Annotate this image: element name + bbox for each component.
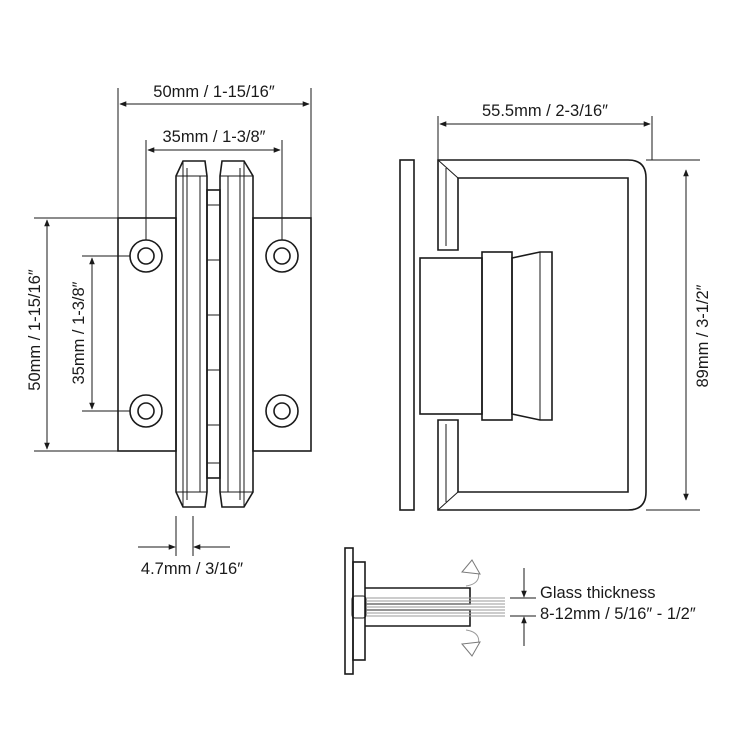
wall-mount-plate (399, 159, 415, 511)
dimension-glass-thickness: Glass thickness 8-12mm / 5/16″ - 1/2″ (510, 568, 696, 646)
label-gap: 4.7mm / 3/16″ (141, 560, 243, 578)
label-height-holes: 35mm / 1-3/8″ (70, 281, 88, 384)
right-clamp-body (219, 160, 254, 508)
dimension-height-outer: 50mm / 1-15/16″ (26, 217, 118, 452)
label-width-holes: 35mm / 1-3/8″ (162, 128, 265, 146)
label-glass-thickness: Glass thickness (540, 584, 656, 602)
dimension-height-holes: 35mm / 1-3/8″ (70, 255, 130, 412)
dimension-width-outer: 50mm / 1-15/16″ (117, 83, 312, 218)
label-width-outer: 50mm / 1-15/16″ (153, 83, 275, 101)
label-side-width: 55.5mm / 2-3/16″ (482, 102, 608, 120)
screw-hole-bottom-left (129, 394, 163, 428)
rotate-up-icon (461, 559, 481, 587)
label-height-outer: 50mm / 1-15/16″ (26, 269, 44, 391)
side-view: 55.5mm / 2-3/16″ 89mm / 3-1/2″ (399, 102, 712, 511)
label-side-height: 89mm / 3-1/2″ (694, 284, 712, 387)
glass-pane-lines (366, 597, 505, 617)
screw-hole-bottom-right (265, 394, 299, 428)
front-view: 50mm / 1-15/16″ 35mm / 1-3/8″ 50mm / 1-1… (26, 83, 312, 578)
clamp-frame (437, 159, 647, 511)
left-leaf-plate (117, 217, 177, 452)
screw-hole-top-right (265, 239, 299, 273)
screw-hole-top-left (129, 239, 163, 273)
dimension-gap: 4.7mm / 3/16″ (138, 516, 243, 578)
label-glass-range: 8-12mm / 5/16″ - 1/2″ (540, 605, 696, 623)
rotate-down-icon (461, 629, 481, 657)
left-clamp-body (175, 160, 208, 508)
glass-detail-view: Glass thickness 8-12mm / 5/16″ - 1/2″ (344, 547, 696, 675)
hinge-body-block (419, 251, 553, 421)
dimension-width-holes: 35mm / 1-3/8″ (145, 128, 283, 240)
hinge-knuckle (206, 189, 221, 479)
dimension-side-height: 89mm / 3-1/2″ (646, 159, 712, 511)
dimension-side-width: 55.5mm / 2-3/16″ (437, 102, 653, 160)
right-leaf-plate (252, 217, 312, 452)
